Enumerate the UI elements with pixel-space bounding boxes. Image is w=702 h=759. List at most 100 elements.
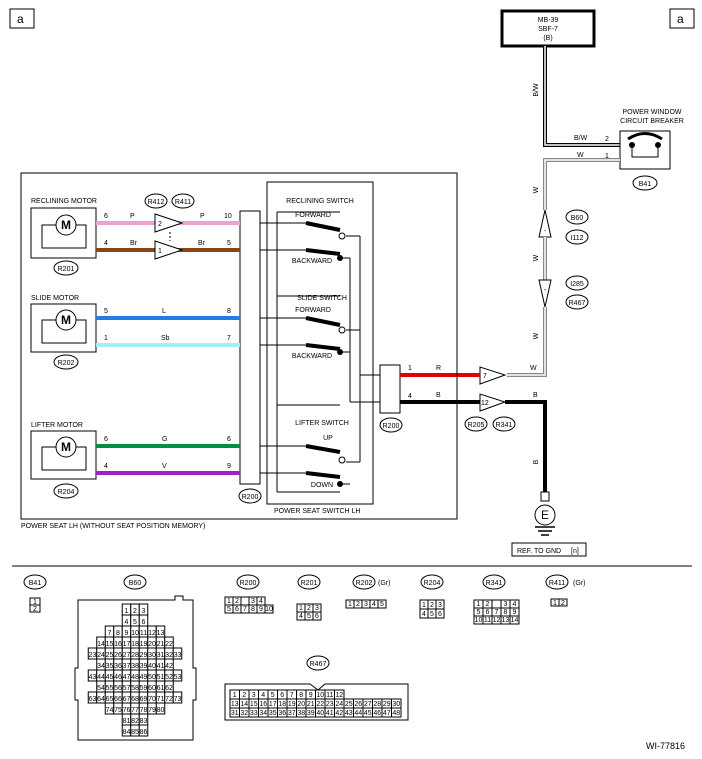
b60-pin: 7 xyxy=(108,630,112,637)
r467-pin: 9 xyxy=(309,692,313,699)
slide-backward-terminal xyxy=(337,349,343,355)
r341-pin: 7 xyxy=(495,609,499,616)
ground-ref-code: [n] xyxy=(571,548,579,555)
reclining-wire-a-pin: 6 xyxy=(104,213,108,220)
slide-wire-a-pin: 5 xyxy=(104,308,108,315)
face-b41-cell-2 xyxy=(29,604,41,613)
breaker-title1: POWER WINDOW xyxy=(622,109,681,116)
b60-pin: 70 xyxy=(148,696,156,703)
wire-label-w4: W xyxy=(533,332,540,339)
slide-backward-contact xyxy=(305,343,341,351)
r200-cell xyxy=(264,604,274,614)
r467-pin: 15 xyxy=(250,701,258,708)
b60-pin: 51 xyxy=(157,674,165,681)
r341-pin: 6 xyxy=(486,609,490,616)
b60-pin: 56 xyxy=(114,685,122,692)
b60-pin: 17 xyxy=(123,641,131,648)
face-r467-oval xyxy=(306,655,330,671)
r467-pin: 2 xyxy=(242,692,246,699)
lifter-motor-m: M xyxy=(61,440,71,454)
b60-cell xyxy=(172,691,183,704)
w-wire-top-inner xyxy=(544,159,620,210)
connector-r200-right-oval xyxy=(379,417,403,433)
r204-cell xyxy=(435,608,445,619)
pin-2-left: 2 xyxy=(158,221,162,228)
r341-pin: 10 xyxy=(475,617,483,624)
lifter-wire-a-dest: 6 xyxy=(227,436,231,443)
lifter-up-terminal xyxy=(338,456,346,464)
r467-pin: 37 xyxy=(288,710,296,717)
ground-circle xyxy=(534,504,556,526)
b60-pin: 59 xyxy=(140,685,148,692)
b60-pin: 57 xyxy=(123,685,131,692)
r467-pin: 33 xyxy=(250,710,258,717)
r202-pin: 4 xyxy=(372,601,376,608)
b60-pin: 42 xyxy=(165,663,173,670)
wire-label-b2: B xyxy=(533,459,540,464)
b60-pin: 25 xyxy=(106,652,114,659)
r467-pin: 5 xyxy=(271,692,275,699)
connector-r411-label: R411 xyxy=(175,199,191,206)
wire-label-w2: W xyxy=(533,186,540,193)
r341-pin: 8 xyxy=(504,609,508,616)
r341-pin: 4 xyxy=(513,601,517,608)
b60-pin: 11 xyxy=(140,630,147,637)
reclining-backward-contact xyxy=(305,248,341,256)
r341-pin: 3 xyxy=(504,601,508,608)
b60-pin: 78 xyxy=(140,707,148,714)
r341-pin: 2 xyxy=(486,601,490,608)
connector-r341-oval xyxy=(492,416,516,432)
r341-pin: 14 xyxy=(511,617,519,624)
ground-ref: REF. TO GND xyxy=(517,548,561,555)
r201-cell xyxy=(312,611,322,621)
reclining-motor-m: M xyxy=(61,218,71,232)
connector-r411-oval xyxy=(171,193,195,209)
b60-pin: 24 xyxy=(97,652,105,659)
b60-pin: 19 xyxy=(140,641,148,648)
b60-pin: 31 xyxy=(157,652,165,659)
r200-pin: 1 xyxy=(227,598,231,605)
r467-pin: 28 xyxy=(373,701,381,708)
corner-marker-left-box xyxy=(9,8,35,29)
reclining-switch-backward: BACKWARD xyxy=(292,258,332,265)
face-r411-pin-2: 2 xyxy=(561,600,565,607)
slide-wire-a-color: L xyxy=(162,308,166,315)
r200-pin: 5 xyxy=(227,606,231,613)
b60-pin: 79 xyxy=(148,707,156,714)
r202-pin: 3 xyxy=(364,601,368,608)
b60-cell xyxy=(172,647,183,660)
face-b41-pin-1: 1 xyxy=(33,599,37,606)
r467-pin: 26 xyxy=(354,701,362,708)
breaker-title2: CIRCUIT BREAKER xyxy=(620,118,684,125)
r341-pin: 1 xyxy=(477,601,481,608)
r204-pin: 4 xyxy=(422,611,426,618)
connector-r200-right-label: R200 xyxy=(383,423,400,430)
r467-pin: 10 xyxy=(316,692,324,699)
b60-pin: 32 xyxy=(165,652,173,659)
connector-i285-r467-triangle xyxy=(538,279,552,308)
r341-pin: 11 xyxy=(484,617,491,624)
figure-id: WI-77816 xyxy=(646,741,685,751)
face-r204-oval xyxy=(420,574,444,590)
r467-pin: 46 xyxy=(373,710,381,717)
face-r467-label: R467 xyxy=(310,661,327,668)
b60-pin: 82 xyxy=(131,718,139,725)
b60-pin: 52 xyxy=(165,674,173,681)
r341-cell xyxy=(509,615,520,625)
lifter-wire-a-pin: 6 xyxy=(104,436,108,443)
b60-pin: 66 xyxy=(114,696,122,703)
b60-pin: 12 xyxy=(148,630,156,637)
r202-pin: 2 xyxy=(356,601,360,608)
r467-pin: 42 xyxy=(335,710,343,717)
r467-pin: 11 xyxy=(326,692,333,699)
r467-pin: 14 xyxy=(240,701,248,708)
ground-symbol: E xyxy=(541,508,549,522)
wire-label-w5: W xyxy=(530,365,537,372)
r341-pin: 9 xyxy=(513,609,517,616)
face-b41-label: B41 xyxy=(29,580,42,587)
connector-b60-dash: - xyxy=(544,228,547,235)
corner-marker-right-box xyxy=(669,8,695,29)
r467-pin: 32 xyxy=(240,710,248,717)
b60-pin: 69 xyxy=(140,696,148,703)
